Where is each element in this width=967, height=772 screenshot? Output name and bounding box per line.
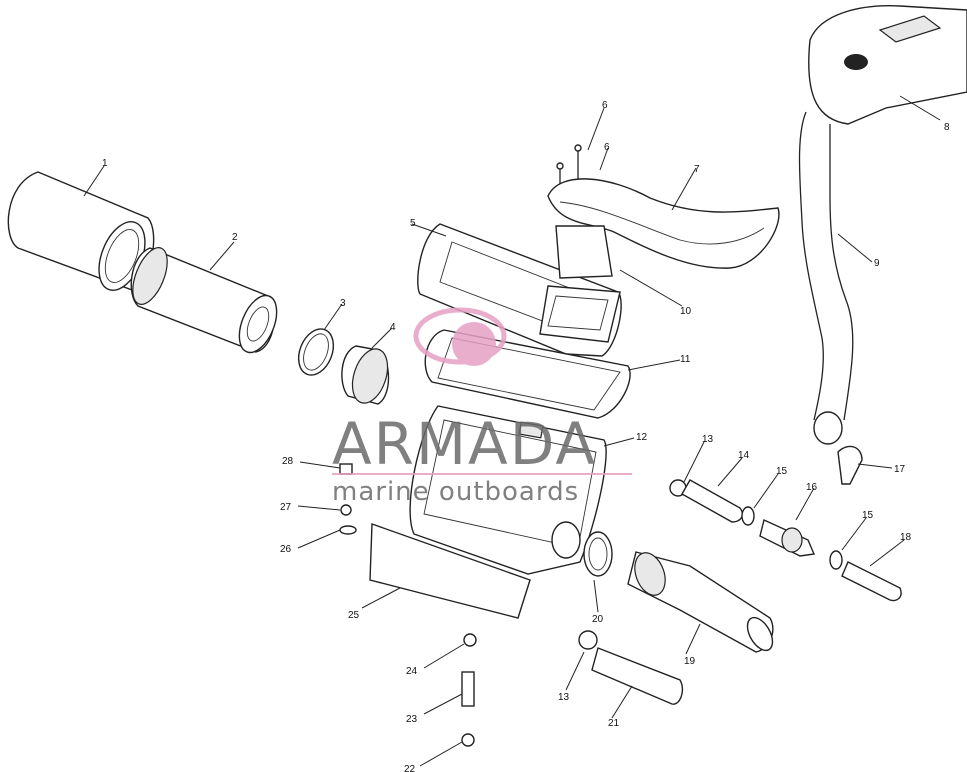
- callout-20: 20: [592, 614, 604, 625]
- callout-8: 8: [944, 122, 950, 133]
- part-upper-inlet: [808, 5, 967, 125]
- callout-22: 22: [404, 764, 416, 772]
- callout-12: 12: [636, 432, 648, 443]
- leader-lines: [83, 95, 941, 767]
- callout-1: 1: [102, 158, 108, 169]
- callout-17: 17: [894, 464, 906, 475]
- part-drain-assembly: [461, 633, 477, 747]
- watermark-brand: ARMADA: [332, 410, 597, 478]
- callout-16: 16: [806, 482, 818, 493]
- callout-13b: 13: [558, 692, 570, 703]
- callout-15: 15: [776, 466, 788, 477]
- part-check-valve: [759, 519, 816, 557]
- callout-13: 13: [702, 434, 714, 445]
- callout-19: 19: [684, 656, 696, 667]
- part-adapter: [341, 345, 390, 405]
- watermark: ARMADA marine outboards: [332, 307, 632, 507]
- part-air-filter: [130, 247, 278, 354]
- callout-6b: 6: [604, 142, 610, 153]
- part-bracket: [837, 445, 863, 485]
- callout-2: 2: [232, 232, 238, 243]
- part-hose-clamps: [741, 506, 843, 570]
- part-boot: [627, 551, 774, 653]
- callout-26: 26: [280, 544, 292, 555]
- callout-4: 4: [390, 322, 396, 333]
- callout-21: 21: [608, 718, 620, 729]
- callout-24: 24: [406, 666, 418, 677]
- part-vent-tube: [798, 111, 854, 445]
- part-airbox-base: [409, 405, 607, 575]
- callout-3: 3: [340, 298, 346, 309]
- callout-labels: 1 2 3 4 5 6 6 7 8 9 10 11 12 13 13 14 15…: [102, 100, 950, 772]
- callout-9: 9: [874, 258, 880, 269]
- part-clamp: [297, 328, 335, 376]
- callout-28: 28: [282, 456, 294, 467]
- callout-25: 25: [348, 610, 360, 621]
- callout-23: 23: [406, 714, 418, 725]
- part-hose-14: [681, 479, 744, 523]
- callout-6: 6: [602, 100, 608, 111]
- callout-15b: 15: [862, 510, 874, 521]
- part-o-ring: [583, 531, 613, 577]
- part-heat-shield: [369, 523, 531, 619]
- part-intake-duct: [547, 178, 780, 269]
- callout-27: 27: [280, 502, 292, 513]
- armada-logo-icon: [413, 307, 507, 366]
- callout-10: 10: [680, 306, 692, 317]
- watermark-tagline: marine outboards: [332, 477, 579, 507]
- part-grommets: [578, 479, 687, 650]
- callout-18: 18: [900, 532, 912, 543]
- part-drain-hose: [591, 647, 684, 705]
- callout-14: 14: [738, 450, 750, 461]
- part-hose-18: [841, 561, 902, 602]
- callout-7: 7: [694, 164, 700, 175]
- callout-11: 11: [680, 354, 691, 365]
- part-gasket-frame: [539, 225, 621, 343]
- callout-5: 5: [410, 218, 416, 229]
